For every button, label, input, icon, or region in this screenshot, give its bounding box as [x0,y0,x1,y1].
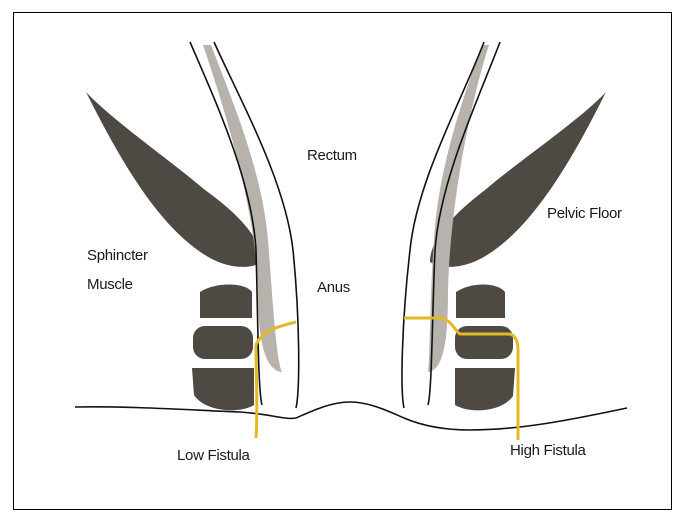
pelvic-floor-label: Pelvic Floor [547,204,622,223]
low-fistula-label: Low Fistula [177,446,250,465]
sphincter-block-left-3 [192,368,254,410]
sphincter-muscle-label-line1: Sphincter [87,246,148,265]
high-fistula-label: High Fistula [510,441,586,460]
sphincter-block-right-1 [456,285,505,319]
sphincter-block-right-3 [455,368,515,410]
sphincter-muscle-label-line2: Muscle [87,275,133,294]
sphincter-block-left-1 [200,285,252,319]
skin-line [75,402,627,430]
sphincter-block-left-2 [193,326,253,359]
anus-label: Anus [317,278,350,297]
rectum-label: Rectum [307,146,357,165]
sphincter-block-right-2 [455,326,513,359]
